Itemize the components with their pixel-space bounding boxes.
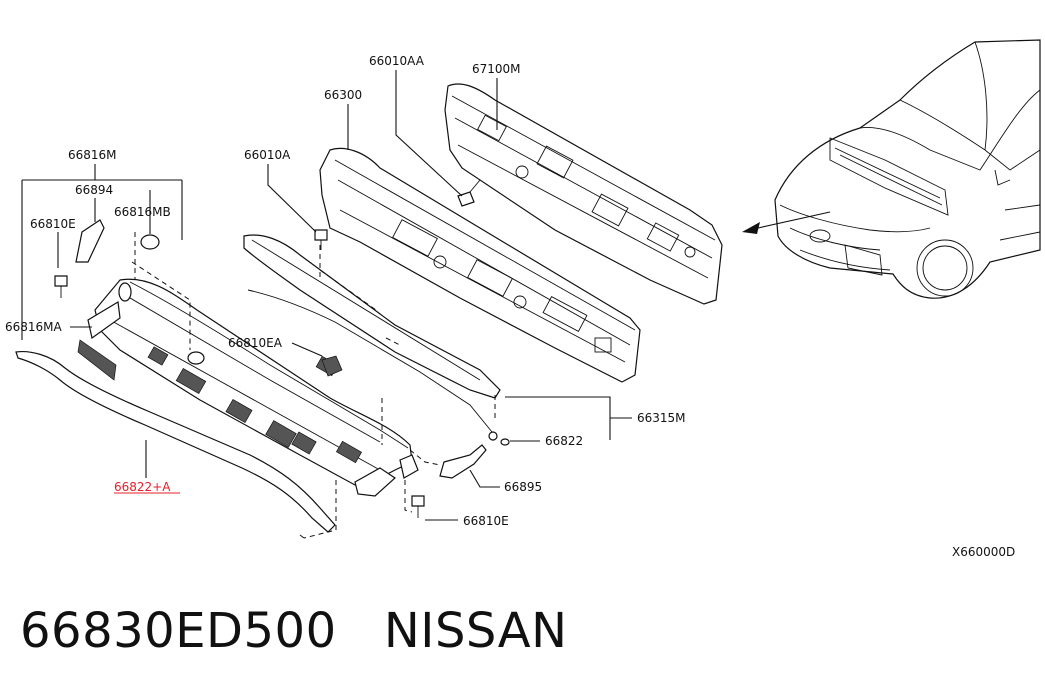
label-66895: 66895 bbox=[504, 480, 542, 494]
bracket-66895 bbox=[439, 444, 487, 479]
cowl-top-assembly-67100M bbox=[444, 83, 723, 305]
label-66315M: 66315M bbox=[637, 411, 686, 425]
part-labels: 66010AA 67100M 66300 66816M 66010A 66894… bbox=[5, 54, 1015, 559]
car-illustration bbox=[742, 39, 1041, 299]
grommet-66816MB bbox=[140, 234, 160, 250]
bolt-66010AA bbox=[457, 179, 481, 207]
label-66822: 66822 bbox=[545, 434, 583, 448]
caption-gap bbox=[337, 603, 384, 659]
label-66810EA: 66810EA bbox=[228, 336, 283, 350]
label-66010AA: 66010AA bbox=[369, 54, 425, 68]
label-66810E-bottom: 66810E bbox=[463, 514, 509, 528]
brand-name: NISSAN bbox=[383, 603, 568, 659]
parts-diagram: 66010AA 67100M 66300 66816M 66010A 66894… bbox=[5, 39, 1041, 559]
cowl-inner-panel bbox=[243, 234, 510, 446]
label-66894: 66894 bbox=[75, 183, 113, 197]
cowl-top-assembly-66300 bbox=[319, 147, 641, 383]
label-66810E-top: 66810E bbox=[30, 217, 76, 231]
figure-code: X660000D bbox=[952, 545, 1015, 559]
leader-lines bbox=[21, 70, 632, 521]
label-67100M: 67100M bbox=[472, 62, 521, 76]
clip-66810E-bottom bbox=[411, 495, 425, 518]
clip-66810E-top bbox=[54, 275, 68, 298]
label-66816MB: 66816MB bbox=[114, 205, 171, 219]
bolt-66010A bbox=[314, 229, 328, 250]
label-66816MA: 66816MA bbox=[5, 320, 63, 334]
label-66816M: 66816M bbox=[68, 148, 117, 162]
part-number: 66830ED500 bbox=[20, 603, 337, 659]
caption: 66830ED500 NISSAN bbox=[20, 596, 568, 666]
cowl-top-panel bbox=[15, 219, 419, 533]
dashed-guides bbox=[131, 232, 496, 539]
label-66822A: 66822+A bbox=[114, 480, 171, 494]
label-66300: 66300 bbox=[324, 88, 362, 102]
label-66010A: 66010A bbox=[244, 148, 291, 162]
